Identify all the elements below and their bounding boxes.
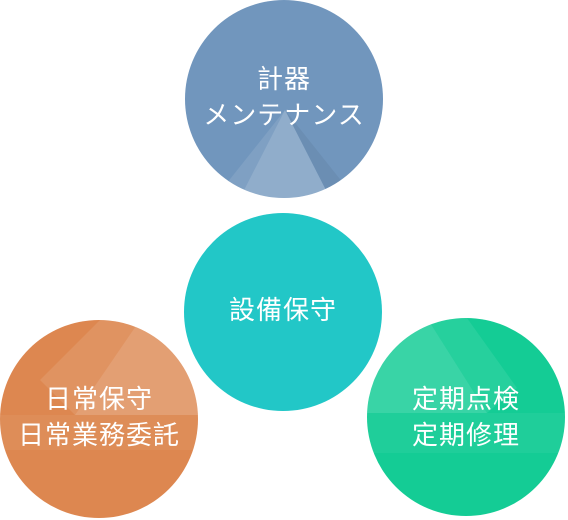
label-line-2: 日常業務委託 [17,421,180,451]
facet-decoration [0,320,198,450]
circle-label: 計器 メンテナンス [185,62,383,134]
circle-daily-maintenance: 日常保守 日常業務委託 [0,320,198,518]
label-line-1: 定期点検 [411,385,520,415]
circle-equipment-maintenance: 設備保守 [184,213,382,411]
facet-decoration [367,318,565,453]
label-line-1: 日常保守 [44,385,153,415]
circle-label: 設備保守 [184,293,382,329]
label-line-2: 定期修理 [411,421,520,451]
circle-label: 日常保守 日常業務委託 [0,382,198,454]
circle-label: 定期点検 定期修理 [367,382,565,454]
label-line-1: 設備保守 [228,296,337,326]
facet-decoration [215,110,355,198]
circle-periodic-inspection: 定期点検 定期修理 [367,318,565,516]
circle-instrument-maintenance: 計器 メンテナンス [185,0,383,198]
label-line-2: メンテナンス [203,101,365,131]
label-line-1: 計器 [256,65,311,95]
